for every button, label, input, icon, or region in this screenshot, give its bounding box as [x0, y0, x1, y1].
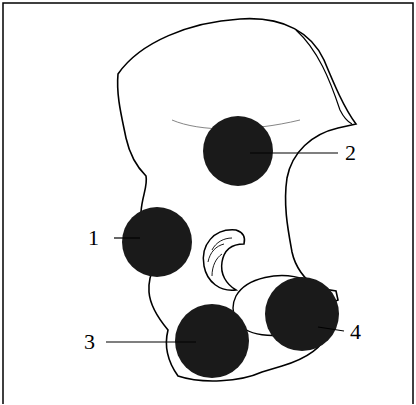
- callout-number: 3: [84, 331, 95, 353]
- acetabulum-hatching: [208, 238, 232, 276]
- leader-line: [250, 152, 338, 153]
- leader-line: [114, 237, 140, 238]
- marker-disc: [203, 116, 273, 186]
- marker-disc: [265, 277, 339, 351]
- marker-disc: [122, 207, 192, 277]
- hip-bone-outline: [118, 19, 356, 381]
- acetabulum: [203, 230, 244, 290]
- leader-line: [106, 341, 196, 342]
- iliac-crest-rim: [296, 30, 352, 124]
- callout-number: 4: [350, 321, 361, 343]
- frame: [3, 3, 413, 404]
- marker-disc: [175, 304, 249, 378]
- leader-line: [318, 327, 344, 331]
- callout-number: 2: [345, 142, 356, 164]
- callout-number: 1: [88, 227, 99, 249]
